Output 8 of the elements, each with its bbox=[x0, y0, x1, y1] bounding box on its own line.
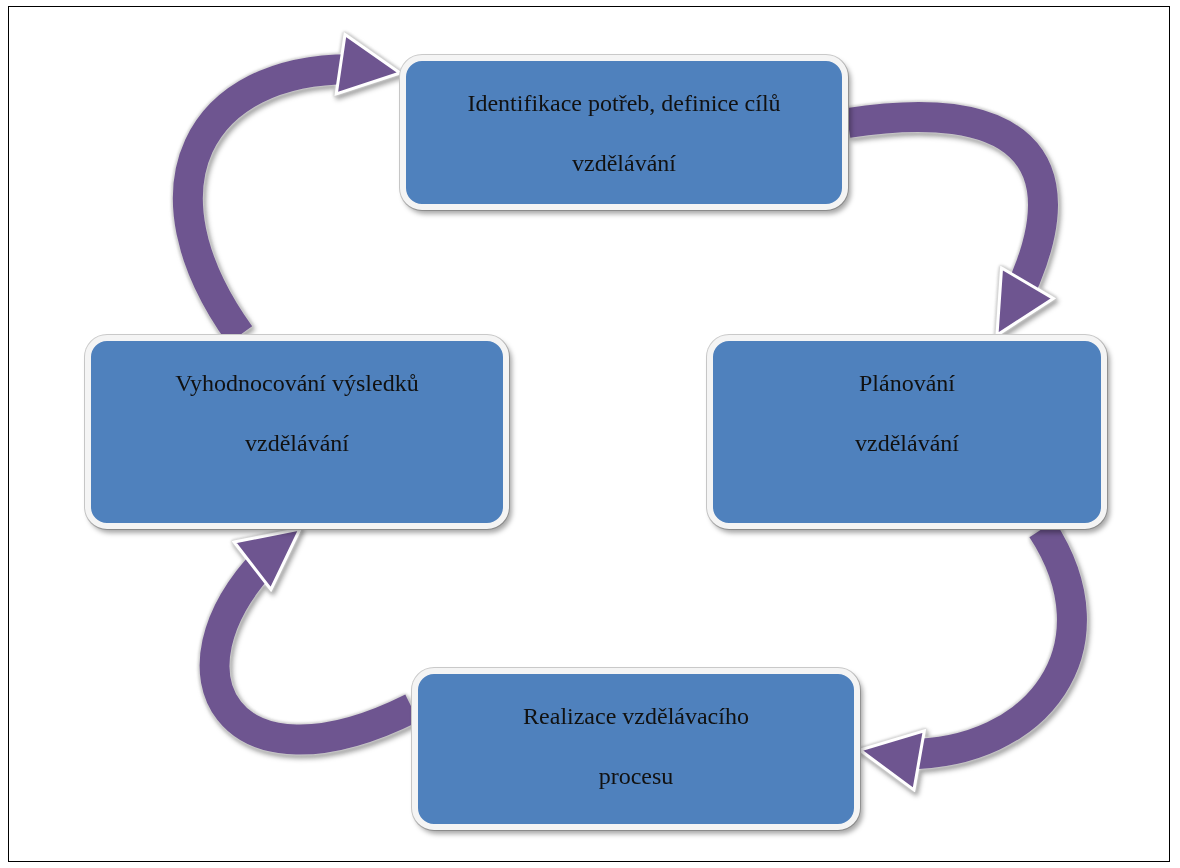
box-label: Vyhodnocování výsledků vzdělávání bbox=[174, 369, 420, 458]
box-label: Identifikace potřeb, definice cílů vzdělávání bbox=[466, 89, 782, 178]
process-box bbox=[400, 55, 848, 210]
process-box bbox=[85, 335, 509, 529]
box-label: Realizace vzdělávacího procesu bbox=[522, 702, 750, 791]
process-box bbox=[412, 668, 860, 830]
box-label: Plánování vzdělávání bbox=[854, 369, 960, 458]
process-box bbox=[707, 335, 1107, 529]
